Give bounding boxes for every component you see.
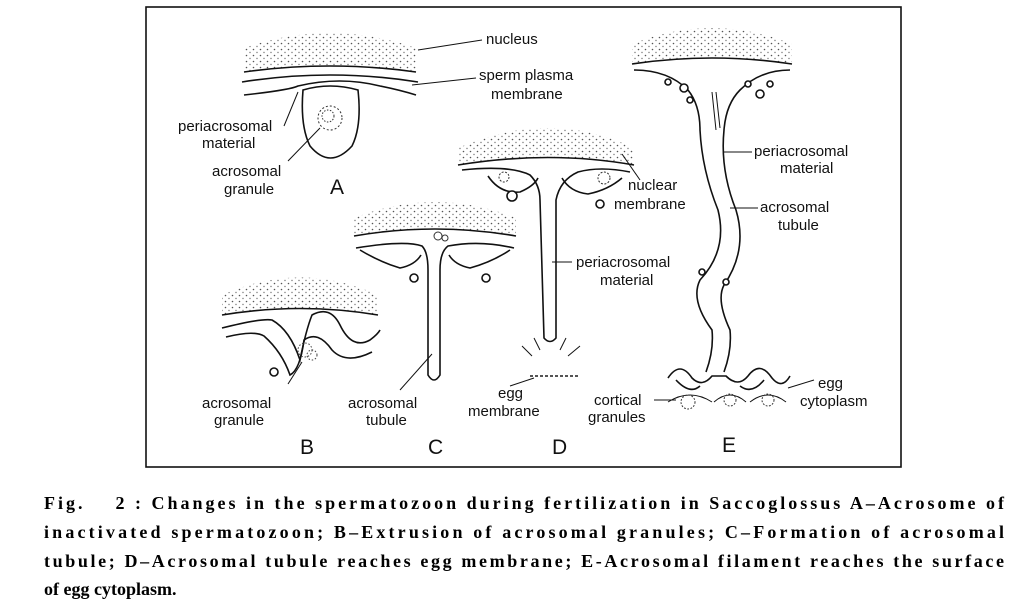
panel-label-a: A: [330, 176, 344, 199]
acrosomal-granule-a: [317, 105, 343, 131]
label-egg-membrane-1: egg: [498, 385, 523, 402]
extruded-granules-b: [297, 342, 318, 361]
panel-b-drawing: [221, 277, 381, 385]
label-acrosomal-granule-b-1: acrosomal: [202, 395, 271, 412]
figure-caption: Fig. 2 : Changes in the spermatozoon dur…: [44, 493, 1005, 599]
label-periacrosomal-a-1: periacrosomal: [178, 118, 272, 135]
egg-membrane-contact-d: [521, 337, 581, 377]
label-acrosomal-tubule-e-1: acrosomal: [760, 199, 829, 216]
label-acrosomal-granule-a-2: granule: [224, 181, 274, 198]
panel-label-b: B: [300, 436, 314, 459]
label-periacrosomal-e-2: material: [780, 160, 833, 177]
label-periacrosomal-a-2: material: [202, 135, 255, 152]
label-acrosomal-tubule-c-1: acrosomal: [348, 395, 417, 412]
label-acrosomal-granule-b-2: granule: [214, 412, 264, 429]
granules-c: [433, 231, 449, 242]
panel-label-c: C: [428, 436, 443, 459]
label-cortical-granules-2: granules: [588, 409, 646, 426]
label-egg-membrane-2: membrane: [468, 403, 540, 420]
label-nucleus: nucleus: [486, 31, 538, 48]
panel-d-drawing: [457, 128, 641, 387]
figure-frame: [145, 6, 902, 468]
label-acrosomal-granule-a-1: acrosomal: [212, 163, 281, 180]
caption-line-3: tubule; D–Acrosomal tubule reaches egg m…: [44, 551, 1004, 571]
label-cortical-granules-1: cortical: [594, 392, 642, 409]
cortical-granules-e: [667, 393, 787, 410]
panel-c-drawing: [353, 202, 517, 391]
label-egg-cytoplasm-2: cytoplasm: [800, 393, 868, 410]
label-egg-cytoplasm-1: egg: [818, 375, 843, 392]
panel-label-d: D: [552, 436, 567, 459]
panel-label-e: E: [722, 434, 736, 457]
panel-a-drawing: [241, 33, 483, 162]
label-acrosomal-tubule-c-2: tubule: [366, 412, 407, 429]
label-periacrosomal-d-1: periacrosomal: [576, 254, 670, 271]
caption-line-2: inactivated spermatozoon; B–Extrusion of…: [44, 522, 1004, 542]
label-sperm-plasma-membrane-1: sperm plasma: [479, 67, 574, 84]
label-sperm-plasma-membrane-2: membrane: [491, 86, 563, 103]
panel-e-drawing: [631, 28, 815, 410]
label-periacrosomal-e-1: periacrosomal: [754, 143, 848, 160]
egg-surface-e: [667, 367, 791, 391]
label-nuclear-membrane-2: membrane: [614, 196, 686, 213]
label-acrosomal-tubule-e-2: tubule: [778, 217, 819, 234]
label-periacrosomal-d-2: material: [600, 272, 653, 289]
caption-line-1: Fig. 2 : Changes in the spermatozoon dur…: [44, 493, 1005, 513]
label-nuclear-membrane-1: nuclear: [628, 177, 677, 194]
caption-line-4: of egg cytoplasm.: [44, 579, 176, 599]
